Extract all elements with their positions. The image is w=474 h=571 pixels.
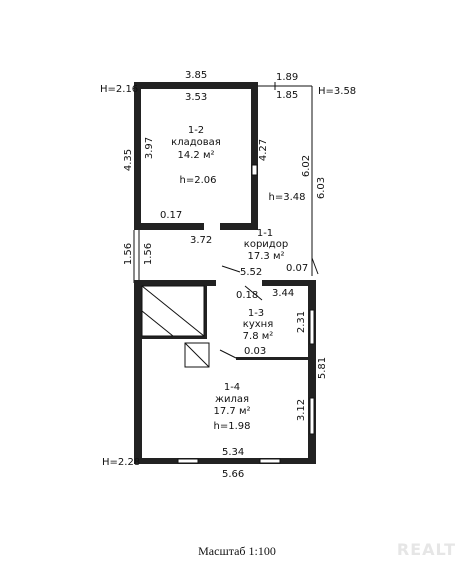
room-corridor: h=3.48 1-1 коридор 17.3 м² <box>244 192 306 262</box>
dim-top-inner: 3.53 <box>185 92 207 103</box>
dim-corridor-wall: 5.52 <box>240 267 262 278</box>
dim-annex-outer: 1.89 <box>276 72 298 83</box>
room-kitchen-num: 1-3 <box>248 308 264 319</box>
dim-kitchen-partition: 0.03 <box>244 346 266 357</box>
room-corridor-num: 1-1 <box>257 228 273 239</box>
dim-living-right: 3.12 <box>296 399 307 421</box>
height-top-left: H=2.16 <box>100 84 138 95</box>
corridor-walls <box>133 230 140 283</box>
stair-block <box>141 285 205 337</box>
room-living-height: h=1.98 <box>214 421 251 432</box>
dim-storage-left-outer: 4.35 <box>123 149 134 171</box>
height-top-right: H=3.58 <box>318 86 356 97</box>
room-corridor-area: 17.3 м² <box>248 251 285 262</box>
dim-living-inner: 5.34 <box>222 447 244 458</box>
dim-storage-bottom: 3.72 <box>190 235 212 246</box>
dim-storage-right: 4.27 <box>258 139 269 161</box>
annex-walls <box>258 82 319 276</box>
dim-kitchen-right: 2.31 <box>296 311 307 333</box>
room-kitchen: 1-3 кухня 7.8 м² <box>243 308 274 342</box>
watermark: REALT <box>396 540 456 559</box>
scale-label: Масштаб 1:100 <box>198 544 276 558</box>
house-walls <box>134 280 316 464</box>
room-storage: 1-2 кладовая 14.2 м² h=2.06 <box>171 125 221 186</box>
room-storage-area: 14.2 м² <box>178 150 215 161</box>
room-living: 1-4 жилая 17.7 м² h=1.98 <box>214 382 251 432</box>
corridor-arrow <box>221 265 241 273</box>
room-kitchen-name: кухня <box>243 319 273 330</box>
dim-partition: 0.18 <box>236 290 258 301</box>
dim-corridor-right: 0.07 <box>286 263 308 274</box>
dim-corridor-left-outer: 1.56 <box>123 243 134 265</box>
dim-storage-bottom-wall: 0.17 <box>160 210 182 221</box>
dim-annex-inner: 1.85 <box>276 90 298 101</box>
dim-kitchen-width: 3.44 <box>272 288 294 299</box>
room-living-num: 1-4 <box>224 382 240 393</box>
storage-walls <box>134 82 258 230</box>
room-living-area: 17.7 м² <box>214 406 251 417</box>
height-bottom-left: H=2.28 <box>102 457 140 468</box>
dim-corridor-left-inner: 1.56 <box>143 243 154 265</box>
room-kitchen-area: 7.8 м² <box>243 331 274 342</box>
dim-house-right: 5.81 <box>317 357 328 379</box>
dim-storage-left-inner: 3.97 <box>144 137 155 159</box>
dim-right-outer-1: 6.02 <box>301 155 312 177</box>
stove-block <box>184 342 210 368</box>
room-corridor-name: коридор <box>244 239 288 250</box>
dim-bottom-outer: 5.66 <box>222 469 244 480</box>
room-storage-height: h=2.06 <box>180 175 217 186</box>
dim-top-outer: 3.85 <box>185 70 207 81</box>
room-storage-num: 1-2 <box>188 125 204 136</box>
dim-right-outer-2: 6.03 <box>316 177 327 199</box>
room-living-name: жилая <box>215 394 249 405</box>
room-storage-name: кладовая <box>171 137 221 148</box>
room-corridor-height: h=3.48 <box>269 192 306 203</box>
